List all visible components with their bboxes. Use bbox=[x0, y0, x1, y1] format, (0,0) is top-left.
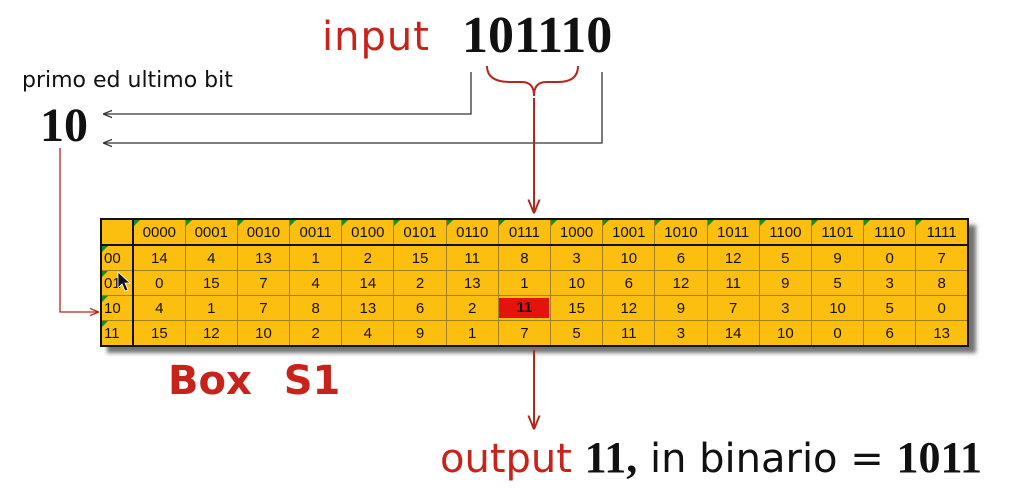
highlighted-value: 11 bbox=[499, 298, 550, 318]
table-cell: 7 bbox=[497, 320, 552, 347]
first-last-bit-label: primo ed ultimo bit bbox=[22, 68, 233, 93]
table-cell: 4 bbox=[132, 295, 186, 321]
box-s1-label: Box S1 bbox=[168, 358, 341, 404]
table-cell: 0 bbox=[915, 295, 969, 321]
highlighted-cell: 11 bbox=[497, 295, 552, 321]
table-cell: 13 bbox=[445, 270, 499, 296]
table-cell: 9 bbox=[393, 320, 447, 347]
table-cell: 5 bbox=[758, 244, 812, 271]
table-cell: 3 bbox=[654, 320, 708, 347]
input-label: input bbox=[322, 14, 430, 60]
table-cell: 6 bbox=[863, 320, 917, 347]
table-cell: 14 bbox=[706, 320, 760, 347]
table-cell: 15 bbox=[393, 244, 447, 271]
table-cell: 3 bbox=[758, 295, 812, 321]
column-header: 0000 bbox=[132, 218, 186, 246]
column-header: 0001 bbox=[184, 218, 238, 246]
table-corner bbox=[100, 218, 134, 246]
input-bits: 101110 bbox=[462, 7, 613, 64]
table-cell: 11 bbox=[602, 320, 656, 347]
column-header: 1111 bbox=[915, 218, 969, 246]
column-header: 1110 bbox=[863, 218, 917, 246]
table-cell: 2 bbox=[445, 295, 499, 321]
table-cell: 3 bbox=[549, 244, 604, 271]
column-header: 1010 bbox=[654, 218, 708, 246]
table-cell: 2 bbox=[393, 270, 447, 296]
table-cell: 9 bbox=[654, 295, 708, 321]
column-header: 0010 bbox=[236, 218, 291, 246]
table-cell: 2 bbox=[341, 244, 395, 271]
table-cell: 5 bbox=[863, 295, 917, 321]
row-select-arrow bbox=[59, 148, 98, 312]
row-header: 10 bbox=[100, 295, 134, 321]
table-cell: 14 bbox=[341, 270, 395, 296]
row-header: 00 bbox=[100, 244, 134, 271]
table-cell: 13 bbox=[236, 244, 291, 271]
table-cell: 1 bbox=[445, 320, 499, 347]
table-cell: 12 bbox=[602, 295, 656, 321]
table-cell: 7 bbox=[915, 244, 969, 271]
table-cell: 10 bbox=[758, 320, 812, 347]
column-header: 0101 bbox=[393, 218, 447, 246]
table-cell: 5 bbox=[549, 320, 604, 347]
output-text: in binario = bbox=[649, 436, 884, 482]
table-cell: 8 bbox=[289, 295, 343, 321]
column-header: 1011 bbox=[706, 218, 760, 246]
table-cell: 4 bbox=[184, 244, 238, 271]
column-header: 0100 bbox=[341, 218, 395, 246]
table-cell: 11 bbox=[445, 244, 499, 271]
table-cell: 5 bbox=[810, 270, 865, 296]
output-word: output bbox=[440, 436, 572, 482]
table-cell: 15 bbox=[132, 320, 186, 347]
table-cell: 4 bbox=[341, 320, 395, 347]
column-header: 1001 bbox=[602, 218, 656, 246]
column-header: 0110 bbox=[445, 218, 499, 246]
table-cell: 10 bbox=[549, 270, 604, 296]
output-line: output 11, in binario = 1011 bbox=[440, 432, 982, 483]
table-cell: 15 bbox=[549, 295, 604, 321]
row-header: 11 bbox=[100, 320, 134, 347]
column-header: 1000 bbox=[549, 218, 604, 246]
table-cell: 9 bbox=[758, 270, 812, 296]
output-binary: 1011 bbox=[896, 433, 983, 482]
table-cell: 12 bbox=[706, 244, 760, 271]
table-cell: 7 bbox=[706, 295, 760, 321]
table-cell: 10 bbox=[236, 320, 291, 347]
row-selector-bits: 10 bbox=[40, 99, 88, 152]
table-cell: 12 bbox=[184, 320, 238, 347]
last-bit-arrow bbox=[104, 72, 603, 143]
table-cell: 6 bbox=[393, 295, 447, 321]
mouse-cursor-icon bbox=[117, 271, 132, 292]
table-cell: 4 bbox=[289, 270, 343, 296]
middle-bits-brace bbox=[486, 65, 579, 97]
table-cell: 1 bbox=[497, 270, 552, 296]
first-bit-arrow bbox=[104, 72, 472, 114]
column-header: 1100 bbox=[758, 218, 812, 246]
table-cell: 8 bbox=[497, 244, 552, 271]
column-header: 1101 bbox=[810, 218, 865, 246]
table-cell: 7 bbox=[236, 295, 291, 321]
table-cell: 13 bbox=[915, 320, 969, 347]
table-cell: 10 bbox=[810, 295, 865, 321]
table-cell: 2 bbox=[289, 320, 343, 347]
column-header: 0111 bbox=[497, 218, 552, 246]
column-header: 0011 bbox=[289, 218, 343, 246]
table-cell: 11 bbox=[706, 270, 760, 296]
table-cell: 15 bbox=[184, 270, 238, 296]
output-decimal: 11, bbox=[584, 433, 638, 482]
